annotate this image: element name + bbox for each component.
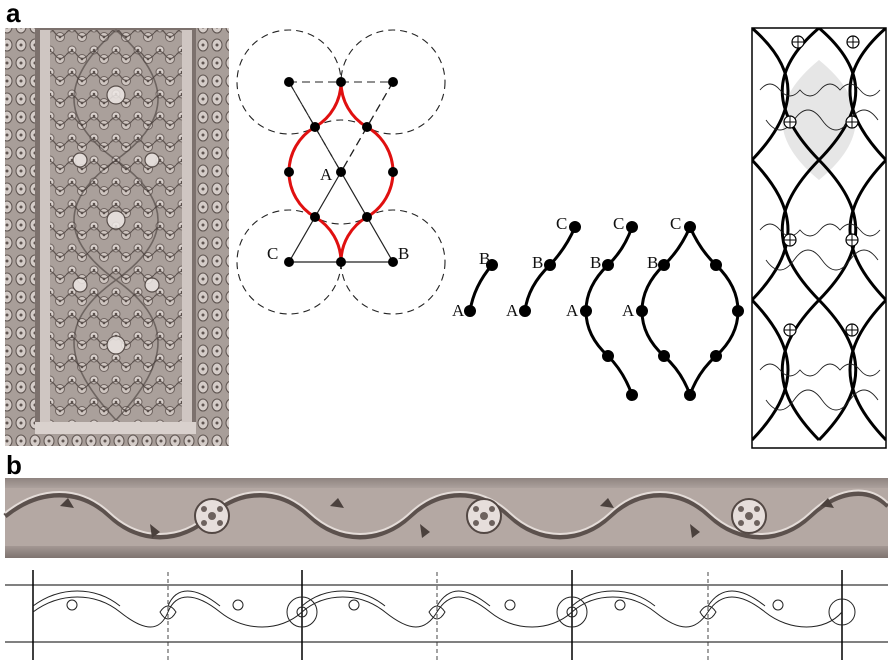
carved-frieze-photo: [5, 478, 888, 558]
step2-label-C: C: [556, 214, 567, 233]
step2-label-B: B: [532, 253, 543, 272]
carved-panel-photo: [5, 28, 229, 446]
dashed-triangle: [289, 82, 393, 172]
step4-label-B: B: [647, 253, 658, 272]
step1-label-A: A: [452, 301, 465, 320]
frieze-line-drawing: [5, 570, 888, 660]
ogee-lattice-drawing: [752, 28, 886, 448]
step4-label-A: A: [622, 301, 635, 320]
construction-points: [284, 77, 398, 267]
label-A: A: [320, 165, 333, 184]
step3-label-A: A: [566, 301, 579, 320]
step4-label-C: C: [670, 214, 681, 233]
label-C: C: [267, 244, 278, 263]
label-B: B: [398, 244, 409, 263]
step2-label-A: A: [506, 301, 519, 320]
step1-label-B: B: [479, 249, 490, 268]
step3-label-B: B: [590, 253, 601, 272]
step-4: [638, 223, 743, 400]
step3-label-C: C: [613, 214, 624, 233]
construction-diagram: A B C: [237, 30, 445, 314]
step-1: [466, 261, 497, 316]
step-labels: B A C B A C B A C B A: [452, 214, 681, 320]
